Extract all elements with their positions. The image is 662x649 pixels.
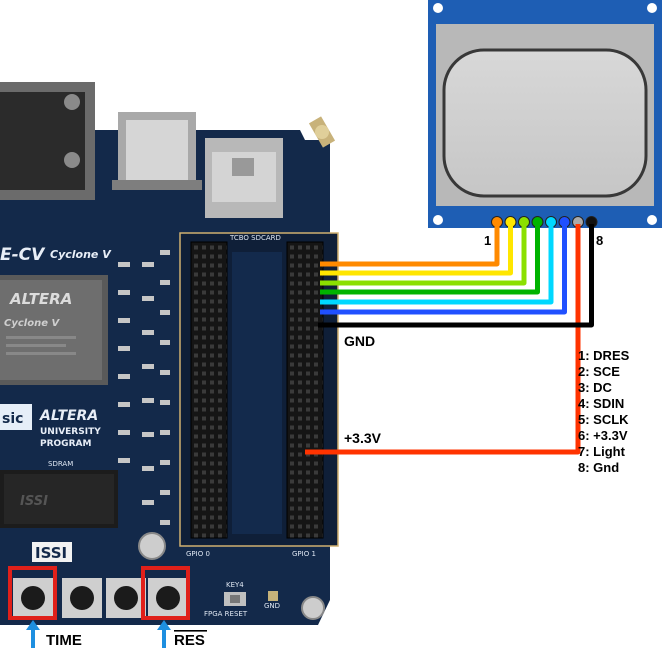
arrow-up-icon: [26, 620, 40, 648]
time-label: TIME: [46, 632, 82, 649]
legend-item: 1: DRES: [578, 348, 630, 363]
legend-item: 5: SCLK: [578, 412, 629, 427]
mount-hole: [647, 215, 657, 225]
wire-light: [320, 224, 567, 315]
mount-hole: [433, 215, 443, 225]
up-line2: UNIVERSITY: [40, 427, 101, 437]
reset-button-highlight: [141, 566, 190, 620]
wire-bundle: [305, 224, 594, 455]
reset-overline: [174, 630, 207, 632]
wire-3-3v: [305, 224, 581, 455]
sdram-chip: ISSI: [0, 470, 118, 528]
pin-first-label: 1: [484, 233, 491, 248]
header-title: TCBO SDCARD: [229, 234, 281, 242]
gnd-silk-label: GND: [264, 602, 280, 610]
legend-item: 7: Light: [578, 444, 626, 459]
sd-card-slot: [205, 138, 283, 218]
up-line3: PROGRAM: [40, 439, 91, 449]
gnd-label: GND: [344, 333, 375, 349]
screw-icon: [301, 596, 325, 620]
wire-dres: [320, 224, 500, 267]
mount-hole: [647, 3, 657, 13]
gpio1-label: GPIO 1: [292, 550, 316, 558]
lcd-screen: [442, 48, 648, 198]
legend-item: 4: SDIN: [578, 396, 624, 411]
screw-icon: [308, 116, 336, 148]
cyclone-logo-text: Cyclone V: [50, 248, 112, 261]
wire-sdin: [320, 224, 540, 295]
fpga-chip: ALTERA Cyclone V: [0, 275, 108, 385]
key4-switch: KEY4 FPGA RESET GND: [204, 581, 280, 618]
reset-label: RES: [174, 632, 205, 649]
component-strip: [118, 250, 170, 525]
lcd-module: 1 8: [428, 0, 662, 248]
fpga-reset-label: FPGA RESET: [204, 610, 248, 618]
arrow-up-icon: [157, 620, 171, 648]
fpga-board: ALTERA Cyclone V E-CV Cyclone V: [0, 82, 339, 625]
pin-last-label: 8: [596, 233, 603, 248]
wire-sce: [320, 224, 513, 276]
issi-label: ISSI: [35, 544, 67, 562]
time-button-highlight: [8, 566, 57, 620]
gpio0-label: GPIO 0: [186, 550, 210, 558]
gpio1-header: [286, 241, 324, 539]
up-line1: ALTERA: [39, 408, 98, 424]
mount-hole: [433, 3, 443, 13]
legend-item: 2: SCE: [578, 364, 620, 379]
screw-icon: [138, 532, 166, 560]
issi-logo: ISSI: [32, 542, 72, 562]
legend-item: 8: Gnd: [578, 460, 619, 475]
push-buttons: [13, 578, 188, 618]
chip-brand-text: ALTERA: [9, 290, 72, 308]
wire-sclk: [320, 224, 554, 305]
wire-gnd: [318, 224, 594, 328]
wire-dc: [320, 224, 527, 286]
board-name-text: E-CV: [0, 245, 46, 265]
legend-item: 3: DC: [578, 380, 613, 395]
svg-text:sic: sic: [2, 411, 23, 427]
vcc-label: +3.3V: [344, 430, 382, 446]
university-program-logo: sic ALTERA UNIVERSITY PROGRAM: [0, 404, 101, 449]
legend-item: 6: +3.3V: [578, 428, 628, 443]
gpio0-header: [190, 241, 228, 539]
gpio-header-block: TCBO SDCARD GPIO 0 GPIO 1: [179, 232, 339, 558]
key4-label: KEY4: [226, 581, 244, 589]
sdram-label: SDRAM: [48, 460, 73, 468]
svg-text:ISSI: ISSI: [20, 494, 48, 509]
vga-connector: [0, 82, 95, 200]
ethernet-connector: [112, 112, 202, 190]
chip-family-text: Cyclone V: [4, 318, 60, 329]
